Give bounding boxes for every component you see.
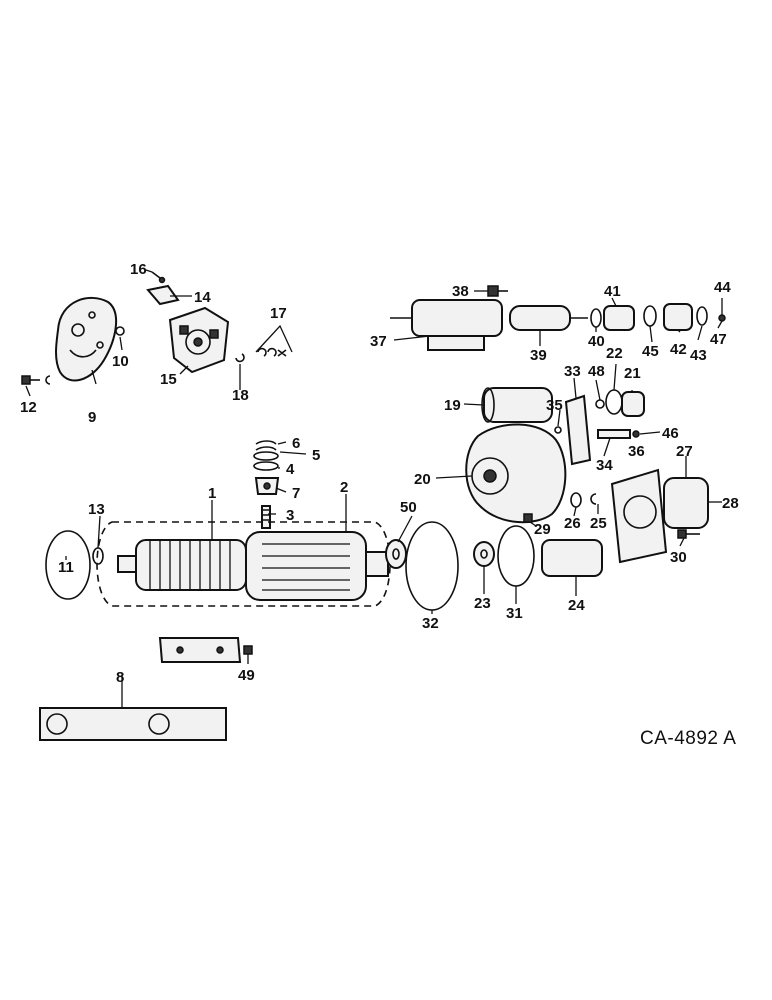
part-label-24: 24	[568, 597, 585, 614]
part-label-42: 42	[670, 341, 687, 358]
plunger-parts-40-47	[590, 303, 726, 331]
washer-10	[115, 326, 125, 336]
part-label-18: 18	[232, 387, 249, 404]
part-label-13: 13	[88, 501, 105, 518]
part-label-1: 1	[208, 485, 216, 502]
part-label-40: 40	[588, 333, 605, 350]
part-label-14: 14	[194, 289, 211, 306]
bolt-12	[21, 375, 51, 385]
part-label-31: 31	[506, 605, 523, 622]
part-label-46: 46	[662, 425, 679, 442]
part-label-4: 4	[286, 461, 295, 478]
part-label-3: 3	[286, 507, 294, 524]
part-label-29: 29	[534, 521, 551, 538]
part-label-21: 21	[624, 365, 641, 382]
part-label-44: 44	[714, 279, 731, 296]
part-label-33: 33	[564, 363, 581, 380]
washer-50	[385, 539, 407, 569]
part-label-26: 26	[564, 515, 581, 532]
part-label-22: 22	[606, 345, 623, 362]
part-label-17: 17	[270, 305, 287, 322]
bushing-21-22	[605, 389, 645, 417]
armature-assembly	[96, 521, 391, 607]
part-label-45: 45	[642, 343, 659, 360]
part-label-49: 49	[238, 667, 255, 684]
part-label-30: 30	[670, 549, 687, 566]
leader-lines	[25, 269, 723, 708]
brush-holder-plate	[168, 306, 230, 374]
part-label-39: 39	[530, 347, 547, 364]
part-label-7: 7	[292, 485, 300, 502]
part-label-12: 12	[20, 399, 37, 416]
drawing-code: CA-4892 A	[640, 728, 736, 749]
part-label-8: 8	[116, 669, 124, 686]
clip-18	[235, 353, 245, 363]
part-label-9: 9	[88, 409, 96, 426]
part-label-28: 28	[722, 495, 739, 512]
part-label-41: 41	[604, 283, 621, 300]
o-ring-11	[45, 530, 91, 600]
part-label-2: 2	[340, 479, 348, 496]
strap-8	[39, 707, 227, 741]
part-label-27: 27	[676, 443, 693, 460]
drive-housing	[465, 387, 567, 524]
part-label-20: 20	[414, 471, 431, 488]
part-label-11: 11	[58, 559, 74, 576]
part-label-23: 23	[474, 595, 491, 612]
part-label-34: 34	[596, 457, 613, 474]
end-cover-plate	[55, 296, 118, 382]
part-label-35: 35	[546, 397, 563, 414]
part-label-10: 10	[112, 353, 129, 370]
part-label-50: 50	[400, 499, 417, 516]
terminal-stack	[253, 440, 280, 529]
bracket-49	[158, 637, 253, 663]
part-label-15: 15	[160, 371, 177, 388]
part-label-6: 6	[292, 435, 300, 452]
part-label-19: 19	[444, 397, 461, 414]
part-number-labels: 1 2 3 4 5 6 7 8 9 10 11 12 13 14 15 16 1…	[20, 261, 739, 686]
solenoid-assembly	[390, 285, 588, 351]
nose-housing	[610, 468, 709, 564]
part-label-43: 43	[690, 347, 707, 364]
part-label-16: 16	[130, 261, 147, 278]
part-label-38: 38	[452, 283, 469, 300]
spring-clip-17	[257, 347, 287, 357]
brush-14	[146, 284, 180, 306]
part-label-25: 25	[590, 515, 607, 532]
part-label-47: 47	[710, 331, 727, 348]
part-label-37: 37	[370, 333, 387, 350]
part-label-32: 32	[422, 615, 439, 632]
part-label-36: 36	[628, 443, 645, 460]
part-label-5: 5	[312, 447, 320, 464]
screw-16	[151, 271, 166, 284]
shift-lever	[554, 394, 640, 466]
o-ring-32	[405, 521, 459, 611]
part-label-48: 48	[588, 363, 605, 380]
